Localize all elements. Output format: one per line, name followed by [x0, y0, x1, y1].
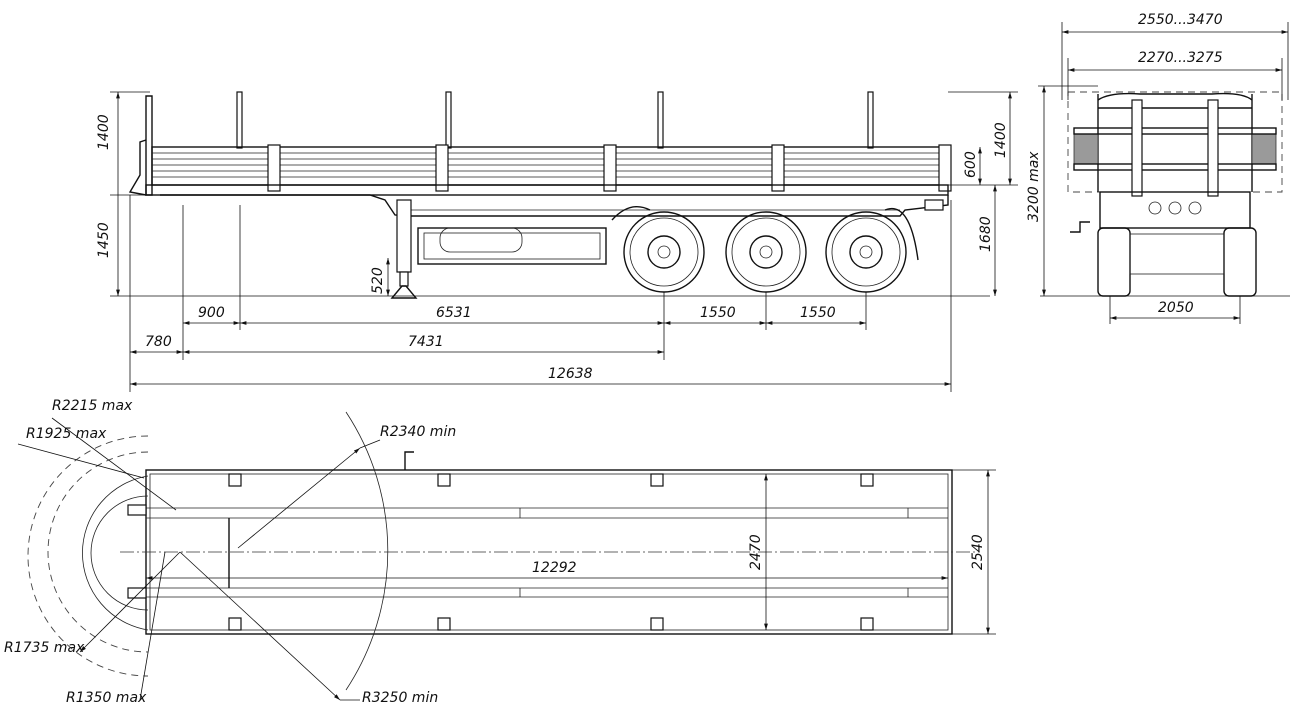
dim-stake-height-right: 1400 — [993, 122, 1009, 158]
side-view: 1400 1450 520 600 1400 1680 900 6531 155… — [96, 91, 1018, 392]
side-stakes — [236, 91, 874, 149]
dim-platform-length: 12292 — [532, 560, 577, 576]
label-r2215-max: R2215 max — [52, 398, 133, 414]
rear-view: 2550...3470 2270...3275 3200 max 2050 — [1026, 12, 1290, 324]
dim-height-max: 3200 max — [1026, 151, 1042, 222]
dim-overall-width: 2550...3470 — [1138, 12, 1223, 28]
dim-front-overhang: 780 — [145, 334, 172, 350]
dim-axle-spacing-1: 1550 — [700, 305, 736, 321]
label-r1350-max: R1350 max — [66, 690, 147, 706]
stake-pockets — [228, 473, 874, 631]
dim-front-to-axle: 7431 — [408, 334, 444, 350]
label-r1925-max: R1925 max — [26, 426, 107, 442]
label-r3250-min: R3250 min — [362, 690, 438, 706]
side-boards — [151, 144, 952, 192]
dim-kingpin-offset: 900 — [198, 305, 225, 321]
wheels — [623, 211, 907, 293]
dim-inner-width: 2270...3275 — [1138, 50, 1223, 66]
label-r1735-max: R1735 max — [4, 640, 85, 656]
dim-overall-length: 12638 — [548, 366, 593, 382]
dim-platform-width-outer: 2540 — [970, 534, 986, 570]
dim-side-board: 600 — [963, 151, 979, 178]
dim-deck-height: 1680 — [978, 216, 994, 252]
dim-kingpin-to-axle: 6531 — [436, 305, 472, 321]
label-r2340-min: R2340 min — [380, 424, 456, 440]
dim-stake-height: 1400 — [96, 114, 112, 150]
dim-axle-spacing-2: 1550 — [800, 305, 836, 321]
dim-frame-height: 1450 — [96, 222, 112, 258]
dim-platform-width-inner: 2470 — [748, 534, 764, 570]
dim-leg-foot: 520 — [370, 267, 386, 294]
dim-track-width: 2050 — [1158, 300, 1194, 316]
landing-gear — [390, 199, 418, 299]
top-view: R2215 max R1925 max R2340 min R1735 max … — [4, 398, 996, 706]
